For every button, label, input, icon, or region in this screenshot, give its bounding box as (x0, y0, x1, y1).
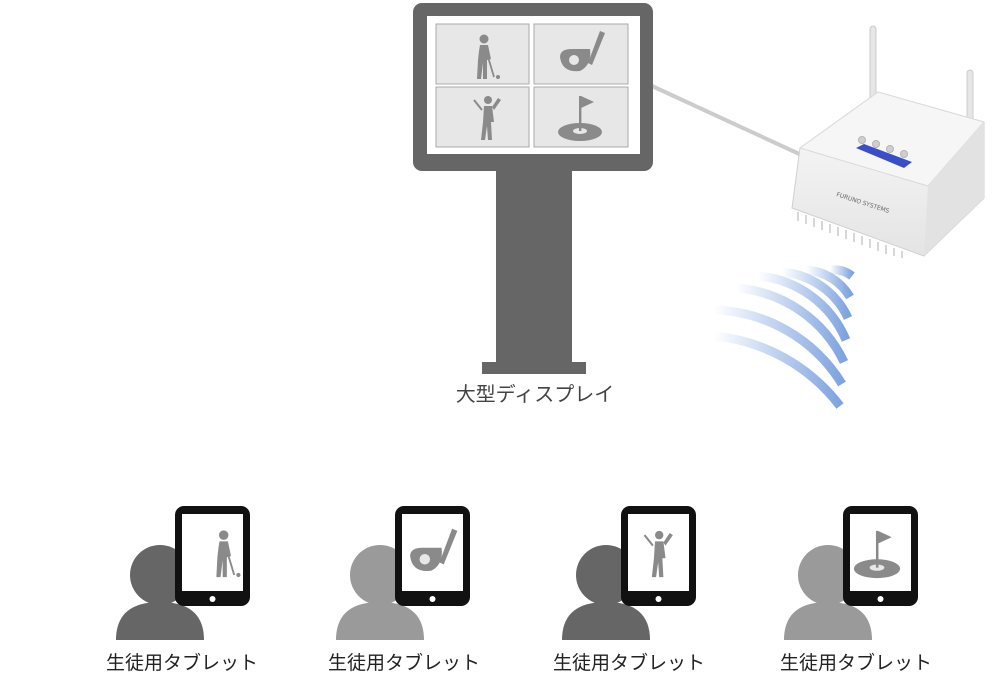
student-with-tablet (336, 506, 470, 640)
large-display (413, 3, 653, 374)
display-stand-pole (496, 168, 572, 373)
student-with-tablet (784, 506, 918, 640)
wireless-router-icon: FURUNO SYSTEMS (791, 25, 985, 258)
network-cable (651, 84, 809, 160)
display-label: 大型ディスプレイ (455, 382, 615, 406)
router-led-strip (856, 144, 912, 168)
tablet-home-button (429, 596, 436, 602)
student-tablet-label: 生徒用タブレット (105, 652, 258, 674)
student-group (116, 506, 918, 640)
tablet-screen (182, 514, 243, 591)
screen-panel (533, 23, 629, 85)
tablet-home-button (655, 596, 662, 602)
tablet-home-button (209, 596, 216, 602)
student-tablet-label: 生徒用タブレット (779, 652, 932, 674)
tablet-home-button (877, 596, 884, 602)
student-with-tablet (562, 506, 696, 640)
tablet-screen (850, 514, 911, 591)
student-tablet-label: 生徒用タブレット (327, 652, 480, 674)
student-tablet-label: 生徒用タブレット (552, 652, 705, 674)
display-stand-base (482, 362, 586, 374)
student-with-tablet (116, 506, 250, 640)
wifi-signal-icon (713, 265, 855, 409)
